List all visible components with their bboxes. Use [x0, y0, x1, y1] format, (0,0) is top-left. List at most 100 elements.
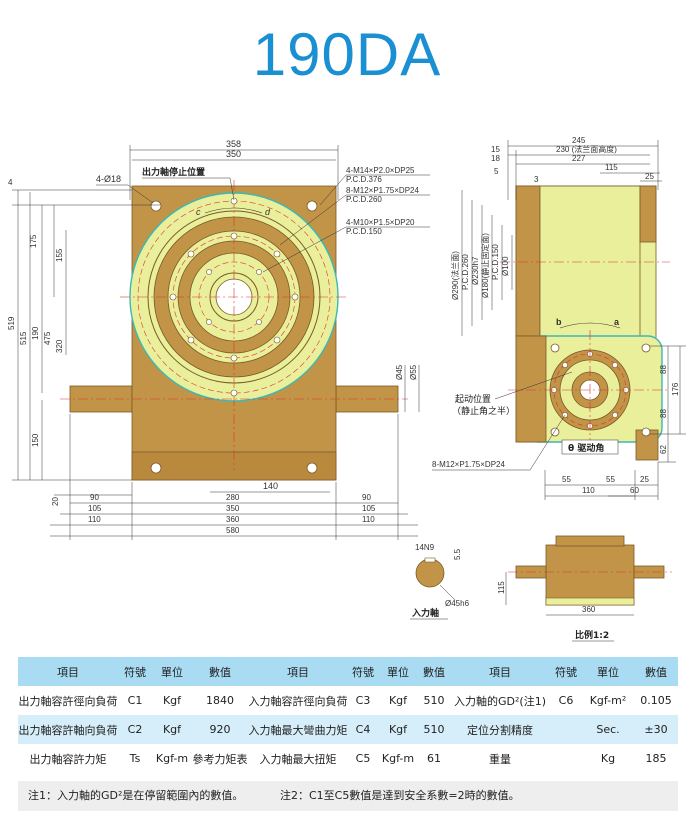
side-dim-176: 176	[671, 382, 680, 396]
col-header: 項目	[18, 657, 118, 686]
input-key-depth: 5.5	[453, 548, 462, 560]
stop-position-label: 出力軸停止位置	[142, 166, 205, 178]
front-dim-175: 175	[29, 234, 38, 248]
top-body	[545, 544, 635, 606]
bolt-holes-pcd376	[230, 197, 238, 397]
table-cell: 入力軸的GD²(注1)	[450, 686, 550, 715]
side-dim-5: 5	[494, 167, 499, 176]
side-dim-25: 25	[645, 172, 654, 181]
side-dim-55-right: 55	[606, 475, 615, 484]
table-row: 出力軸容許徑向負荷 C1 Kgf 1840 入力軸容許徑向負荷 C3 Kgf 5…	[18, 686, 678, 715]
table-cell: 參考力矩表	[192, 744, 248, 773]
table-cell: 入力軸容許徑向負荷	[248, 686, 348, 715]
input-shaft-circle	[415, 558, 445, 588]
top-lid	[555, 535, 625, 547]
front-dim-140: 140	[263, 481, 278, 491]
side-dim-88-bottom: 88	[659, 409, 668, 418]
front-dim-o45: Ø45	[395, 364, 404, 380]
col-header: 數值	[192, 657, 248, 686]
theta-label: θ 驱动角	[568, 442, 604, 454]
spec-header-row: 項目 符號 單位 數值 項目 符號 單位 數值 項目 符號 單位 數值	[18, 657, 678, 686]
side-dim-3: 3	[534, 175, 539, 184]
table-cell: C3	[348, 686, 378, 715]
start-position-label: 起动位置	[455, 393, 491, 405]
table-cell: Sec.	[582, 715, 634, 744]
front-dim-280: 280	[226, 493, 240, 502]
side-dim-227: 227	[572, 154, 586, 163]
rot-label-d: d	[265, 207, 271, 217]
front-top-dims	[129, 145, 339, 200]
table-row: 出力軸容許軸向負荷 C2 Kgf 920 入力軸最大彎曲力矩 C4 Kgf 51…	[18, 715, 678, 744]
bolt-note-3: 8-M12×P1.75×DP24	[346, 186, 419, 195]
front-dim-110-left: 110	[88, 515, 101, 524]
theta-box	[561, 439, 619, 455]
table-cell: 定位分割精度	[450, 715, 550, 744]
col-header: 項目	[248, 657, 348, 686]
side-dim-pcd260: P.C.D.260	[461, 254, 470, 290]
col-header: 數值	[634, 657, 678, 686]
table-cell: C2	[118, 715, 152, 744]
front-dim-4: 4	[8, 178, 13, 187]
side-top-cap	[539, 185, 641, 337]
rot-label-c: c	[196, 207, 201, 217]
table-cell	[550, 715, 582, 744]
side-dim-o290: Ø290(法兰面)	[450, 251, 460, 300]
side-top-dims	[507, 140, 662, 200]
front-dim-515: 515	[19, 331, 28, 345]
side-dim-15: 15	[491, 145, 500, 154]
input-dia-leader	[439, 584, 456, 601]
note-2: 注2：C1至C5數值是達到安全系數=2時的數值。	[280, 789, 520, 802]
input-shaft-section: 14N9 5.5 Ø45h6 入力軸	[410, 543, 470, 620]
rot-label-b: b	[556, 317, 562, 327]
table-cell: C6	[550, 686, 582, 715]
front-bottom-dims	[50, 414, 418, 540]
mount-holes	[150, 200, 318, 474]
bolt-notes: 4-M14×P2.0×DP25 P.C.D.376 8-M12×P1.75×DP…	[262, 166, 430, 273]
bolt-note-4: P.C.D.260	[346, 195, 382, 204]
front-dim-90-left: 90	[90, 493, 99, 502]
col-header: 單位	[378, 657, 418, 686]
front-dim-320: 320	[55, 339, 64, 353]
front-dim-360: 360	[226, 515, 240, 524]
rot-arrow	[204, 207, 263, 214]
table-cell: Kgf	[152, 686, 192, 715]
side-dim-25b: 25	[640, 475, 649, 484]
spec-table: 項目 符號 單位 數值 項目 符號 單位 數值 項目 符號 單位 數值 出力軸容…	[18, 657, 678, 773]
side-flange	[515, 185, 541, 337]
front-dim-110-right: 110	[362, 515, 375, 524]
col-header: 數值	[418, 657, 450, 686]
col-header: 單位	[152, 657, 192, 686]
side-right-plate	[639, 185, 657, 243]
table-cell: Kgf	[378, 715, 418, 744]
table-cell: 出力軸容許軸向負荷	[18, 715, 118, 744]
input-key-dim: 14N9	[415, 543, 435, 552]
table-cell	[550, 744, 582, 773]
front-dim-358: 358	[226, 139, 241, 149]
top-dim-360: 360	[582, 605, 596, 614]
table-cell: 510	[418, 686, 450, 715]
side-bolt-leader-2	[529, 414, 566, 471]
side-bolt-note: 8-M12×P1.75×DP24	[432, 460, 505, 469]
bolt-note-1: 4-M14×P2.0×DP25	[346, 166, 415, 175]
start-position-sub: （静止角之半）	[452, 405, 515, 417]
table-cell: Kgf	[378, 686, 418, 715]
top-base	[545, 597, 635, 606]
front-dim-350b: 350	[226, 504, 240, 513]
bolt-holes-pcd260	[169, 232, 299, 362]
start-leader	[494, 371, 573, 400]
table-cell: C5	[348, 744, 378, 773]
input-shaft-dia: Ø45h6	[445, 599, 470, 608]
side-vert-dims	[461, 190, 513, 336]
front-dim-105-left: 105	[88, 504, 102, 513]
table-cell: 重量	[450, 744, 550, 773]
table-cell: Kg	[582, 744, 634, 773]
front-dim-475: 475	[43, 331, 52, 345]
table-cell: Kgf-m²	[582, 686, 634, 715]
front-dim-190: 190	[31, 326, 40, 340]
side-dim-18: 18	[491, 154, 500, 163]
side-dim-o180: Ø180(静止固定面)	[480, 233, 490, 298]
note-1: 注1：入力軸的GD²是在停留範圍內的數值。	[28, 789, 244, 802]
side-dim-55-left: 55	[562, 475, 571, 484]
side-view: b a 起动位置 （静止角之半） θ 驱动角 8-M12×P1.75×DP24 …	[432, 136, 686, 500]
front-dim-150: 150	[31, 433, 40, 447]
